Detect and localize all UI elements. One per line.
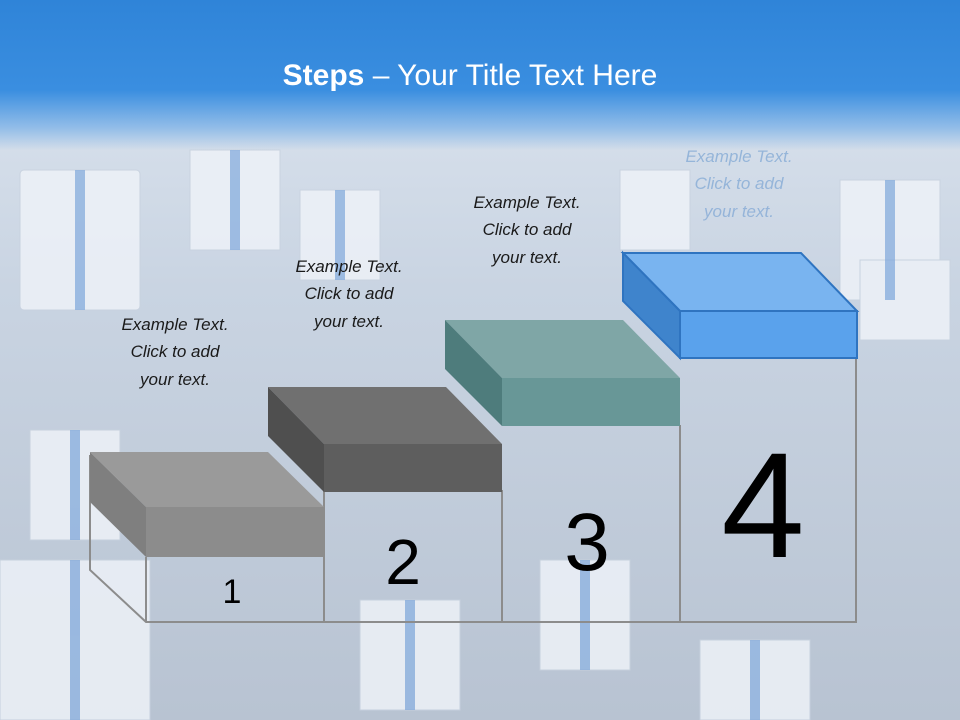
step-3-front bbox=[502, 378, 680, 426]
step-2-top bbox=[268, 387, 502, 444]
slide-title[interactable]: Steps – Your Title Text Here bbox=[0, 56, 940, 96]
step-4-line-1: Example Text. bbox=[685, 147, 792, 166]
step-2-line-2: Click to add bbox=[305, 284, 394, 303]
step-1-front bbox=[146, 507, 324, 557]
title-banner bbox=[0, 0, 960, 150]
step-1-line-2: Click to add bbox=[131, 342, 220, 361]
step-1-line-1: Example Text. bbox=[121, 315, 228, 334]
step-4-line-3: your text. bbox=[703, 202, 774, 221]
step-4-front bbox=[679, 310, 858, 359]
title-bold: Steps bbox=[282, 59, 365, 92]
step-text-2[interactable]: Example Text. Click to add your text. bbox=[295, 257, 402, 331]
step-3-top bbox=[445, 320, 680, 378]
step-3-side bbox=[445, 320, 502, 426]
step-text-3[interactable]: Example Text. Click to add your text. bbox=[473, 193, 580, 267]
step-1-side bbox=[90, 452, 146, 557]
step-number-3: 3 bbox=[564, 497, 610, 588]
step-1-top bbox=[90, 452, 324, 507]
step-number-2: 2 bbox=[385, 526, 421, 598]
step-2-line-1: Example Text. bbox=[295, 257, 402, 276]
step-4-line-2: Click to add bbox=[695, 174, 784, 193]
step-number-4: 4 bbox=[721, 421, 804, 589]
step-block-1[interactable] bbox=[90, 452, 324, 557]
step-1-line-3: your text. bbox=[139, 370, 210, 389]
step-2-front bbox=[324, 444, 502, 492]
step-2-line-3: your text. bbox=[313, 312, 384, 331]
step-3-line-3: your text. bbox=[491, 248, 562, 267]
step-3-line-1: Example Text. bbox=[473, 193, 580, 212]
step-block-2[interactable] bbox=[268, 387, 502, 492]
step-3-line-2: Click to add bbox=[483, 220, 572, 239]
step-block-4[interactable] bbox=[620, 250, 860, 361]
step-2-side bbox=[268, 387, 324, 492]
step-text-4[interactable]: Example Text. Click to add your text. bbox=[685, 147, 792, 221]
step-text-1[interactable]: Example Text. Click to add your text. bbox=[121, 315, 228, 389]
step-block-3[interactable] bbox=[445, 320, 680, 426]
title-rest: – Your Title Text Here bbox=[364, 59, 658, 92]
step-number-1: 1 bbox=[223, 573, 242, 611]
